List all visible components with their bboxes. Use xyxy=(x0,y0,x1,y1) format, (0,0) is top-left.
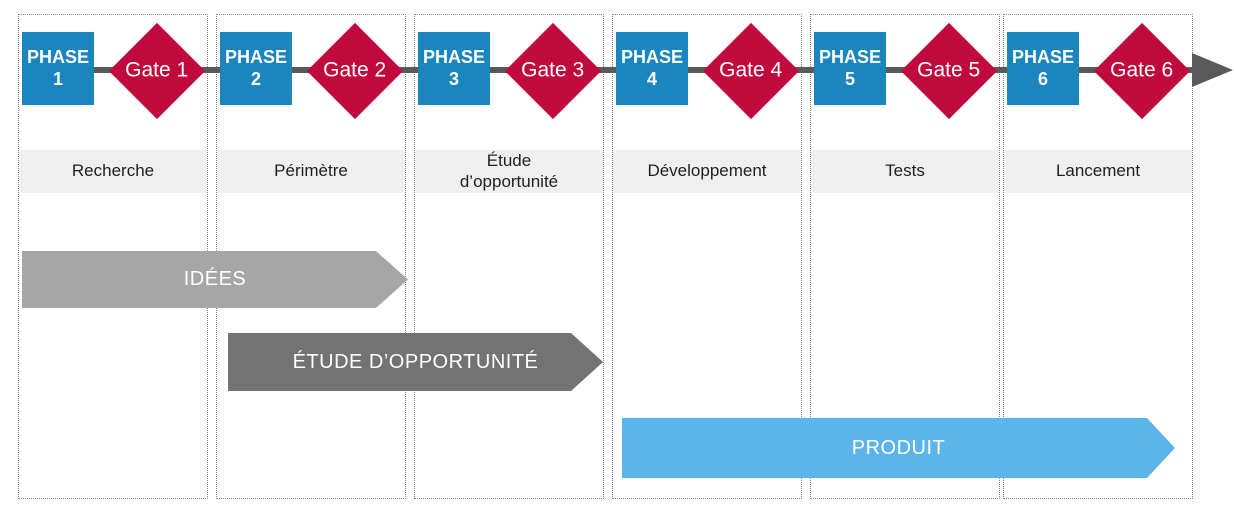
phase-column-5: PHASE 5 Gate 5 Tests xyxy=(810,14,1000,499)
gate-1-label: Gate 1 xyxy=(125,58,189,82)
phase-box-1: PHASE 1 xyxy=(22,32,94,105)
phase-box-2: PHASE 2 xyxy=(220,32,292,105)
phase-box-1-title: PHASE xyxy=(26,46,89,67)
phase-label-band-6: Lancement xyxy=(1004,150,1192,193)
gate-5-label: Gate 5 xyxy=(917,58,981,82)
phase-1-name: Recherche xyxy=(71,161,155,181)
phase-box-1-number: 1 xyxy=(52,68,63,89)
gate-diamond-2: Gate 2 xyxy=(306,22,404,120)
phase-3-name-line2: d’opportunité xyxy=(459,171,559,191)
timeline-line xyxy=(22,67,1198,73)
phase-box-4-title: PHASE xyxy=(620,46,683,67)
phase-2-name: Périmètre xyxy=(274,161,348,181)
gate-3-label: Gate 3 xyxy=(521,58,585,82)
gate-diamond-5: Gate 5 xyxy=(900,22,998,120)
phase-column-3: PHASE 3 Gate 3 Étude d’opportunité xyxy=(414,14,604,499)
phase-box-5-number: 5 xyxy=(844,68,855,89)
phase-column-4: PHASE 4 Gate 4 Développement xyxy=(612,14,802,499)
ribbon-idees-label: IDÉES xyxy=(183,268,247,290)
timeline-arrowhead-icon xyxy=(1192,53,1233,87)
phase-6-name: Lancement xyxy=(1055,161,1141,181)
gate-6-label: Gate 6 xyxy=(1110,58,1174,82)
phase-box-3-number: 3 xyxy=(448,68,459,89)
phase-box-2-title: PHASE xyxy=(224,46,287,67)
gate-diamond-4: Gate 4 xyxy=(702,22,800,120)
ribbon-etude-opportunite-label: ÉTUDE D’OPPORTUNITÉ xyxy=(292,350,539,373)
phase-4-name: Développement xyxy=(647,161,767,181)
ribbon-produit-label: PRODUIT xyxy=(851,436,946,459)
phase-5-name: Tests xyxy=(885,161,925,181)
gate-diamond-6: Gate 6 xyxy=(1093,22,1191,120)
ribbon-etude-opportunite: ÉTUDE D’OPPORTUNITÉ xyxy=(228,333,603,391)
phase-box-2-number: 2 xyxy=(250,68,261,89)
phase-label-band-4: Développement xyxy=(613,150,801,193)
phase-label-band-1: Recherche xyxy=(19,150,207,193)
gate-diamond-3: Gate 3 xyxy=(504,22,602,120)
phase-box-6-number: 6 xyxy=(1037,68,1048,89)
phase-label-band-2: Périmètre xyxy=(217,150,405,193)
phase-box-5: PHASE 5 xyxy=(814,32,886,105)
phase-label-band-5: Tests xyxy=(811,150,999,193)
phase-3-name: Étude xyxy=(486,150,532,170)
ribbon-idees: IDÉES xyxy=(22,251,408,308)
phase-box-3: PHASE 3 xyxy=(418,32,490,105)
ribbon-produit: PRODUIT xyxy=(622,418,1175,478)
gate-diamond-1: Gate 1 xyxy=(108,22,206,120)
phase-label-band-3: Étude d’opportunité xyxy=(415,150,603,193)
phase-box-5-title: PHASE xyxy=(818,46,881,67)
phase-column-6: PHASE 6 Gate 6 Lancement xyxy=(1003,14,1193,499)
phase-box-4: PHASE 4 xyxy=(616,32,688,105)
phase-box-4-number: 4 xyxy=(646,68,657,89)
gate-4-label: Gate 4 xyxy=(719,58,783,82)
phase-box-6-title: PHASE xyxy=(1011,46,1074,67)
phase-box-6: PHASE 6 xyxy=(1007,32,1079,105)
gate-2-label: Gate 2 xyxy=(323,58,387,82)
phase-column-1: PHASE 1 Gate 1 Recherche xyxy=(18,14,208,499)
phase-box-3-title: PHASE xyxy=(422,46,485,67)
